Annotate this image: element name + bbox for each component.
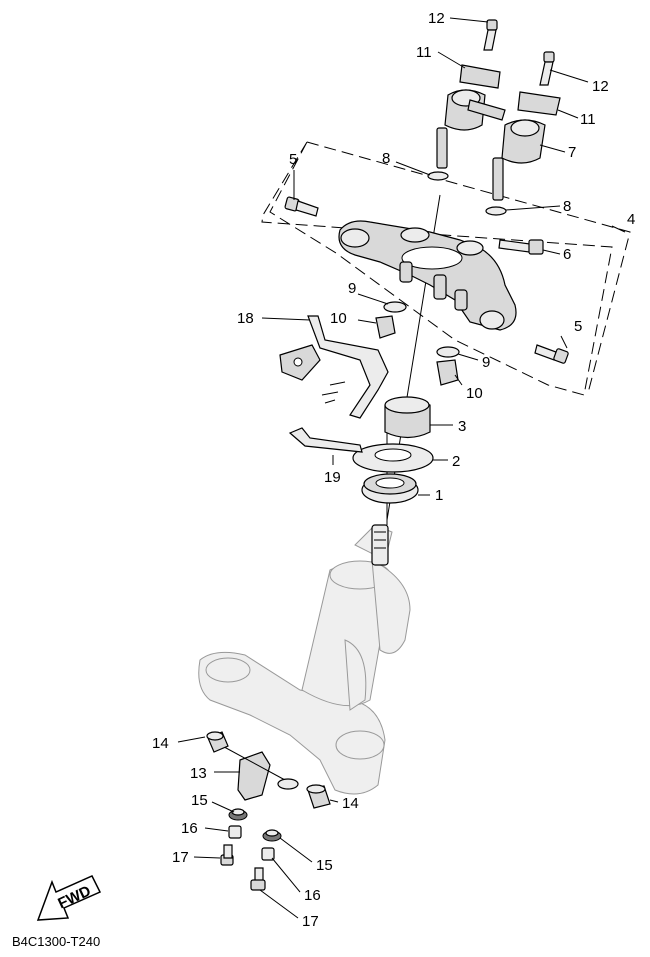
part-1-bearing (361, 473, 419, 504)
part-13-cable-guide (214, 741, 299, 801)
callout-7: 7 (568, 144, 576, 161)
assembly-4-boundary-right (306, 141, 631, 394)
callout-19: 19 (324, 469, 341, 486)
part-11-holder-left (436, 64, 501, 169)
steering-stem (371, 524, 389, 566)
callout-11b: 11 (580, 111, 596, 128)
callout-3: 3 (458, 418, 466, 435)
part-14-spacer-upper (206, 731, 229, 753)
part-17-bolt-left (220, 844, 234, 866)
part-19-cable-tie (288, 427, 363, 453)
part-14-spacer-lower (306, 784, 331, 809)
callout-16a: 16 (181, 820, 198, 837)
part-15-grommet-left (228, 808, 248, 821)
fwd-arrow-icon: FWD (36, 875, 102, 921)
part-11-holder-right (492, 91, 561, 201)
part-9-washer-left (383, 301, 407, 313)
callout-5b: 5 (574, 318, 582, 335)
part-6-bolt (498, 239, 544, 255)
callout-14b: 14 (342, 795, 359, 812)
part-12-bolt-left (483, 19, 498, 51)
callout-8b: 8 (563, 198, 571, 215)
callout-6: 6 (563, 246, 571, 263)
part-2-washer (352, 443, 434, 473)
callout-12a: 12 (428, 10, 445, 27)
callout-9b: 9 (482, 354, 490, 371)
part-16-collar-right (261, 847, 275, 861)
callout-12b: 12 (592, 78, 609, 95)
part-8-washer-right (485, 206, 507, 216)
callout-1: 1 (435, 487, 443, 504)
lower-bracket-ghost (198, 524, 411, 795)
part-5-bolt-upper (284, 196, 319, 217)
part-16-collar-left (228, 825, 242, 839)
callout-13: 13 (190, 765, 207, 782)
callout-10a: 10 (330, 310, 347, 327)
callout-17b: 17 (302, 913, 319, 930)
part-9-washer-right (436, 346, 460, 358)
callout-18: 18 (237, 310, 254, 327)
part-10-nut-right (436, 359, 459, 386)
callout-4: 4 (627, 211, 635, 228)
diagram-code: B4C1300-T240 (12, 934, 100, 949)
callout-15b: 15 (316, 857, 333, 874)
part-17-bolt-right (250, 867, 266, 891)
part-8-washer-left (427, 171, 449, 181)
part-18-bracket (279, 315, 389, 419)
upper-bracket-crown (338, 220, 517, 331)
callout-8a: 8 (382, 150, 390, 167)
leader-lines (177, 17, 626, 919)
part-15-grommet-right (262, 829, 282, 842)
callout-2: 2 (452, 453, 460, 470)
callout-16b: 16 (304, 887, 321, 904)
callout-11a: 11 (416, 44, 432, 61)
callout-9a: 9 (348, 280, 356, 297)
part-10-nut-left (375, 315, 396, 339)
callout-14a: 14 (152, 735, 169, 752)
part-3-ring-nut (384, 396, 431, 439)
callout-17a: 17 (172, 849, 189, 866)
callout-labels: 12 11 12 11 7 5 8 8 4 6 9 10 18 5 9 10 3… (152, 10, 635, 930)
callout-15a: 15 (191, 792, 208, 809)
assembly-4-boundary (261, 141, 613, 396)
part-12-bolt-right (539, 51, 555, 86)
part-5-bolt-lower (534, 344, 569, 364)
callout-10b: 10 (466, 385, 483, 402)
holder-crossbar (467, 99, 506, 121)
callout-5a: 5 (289, 151, 297, 168)
